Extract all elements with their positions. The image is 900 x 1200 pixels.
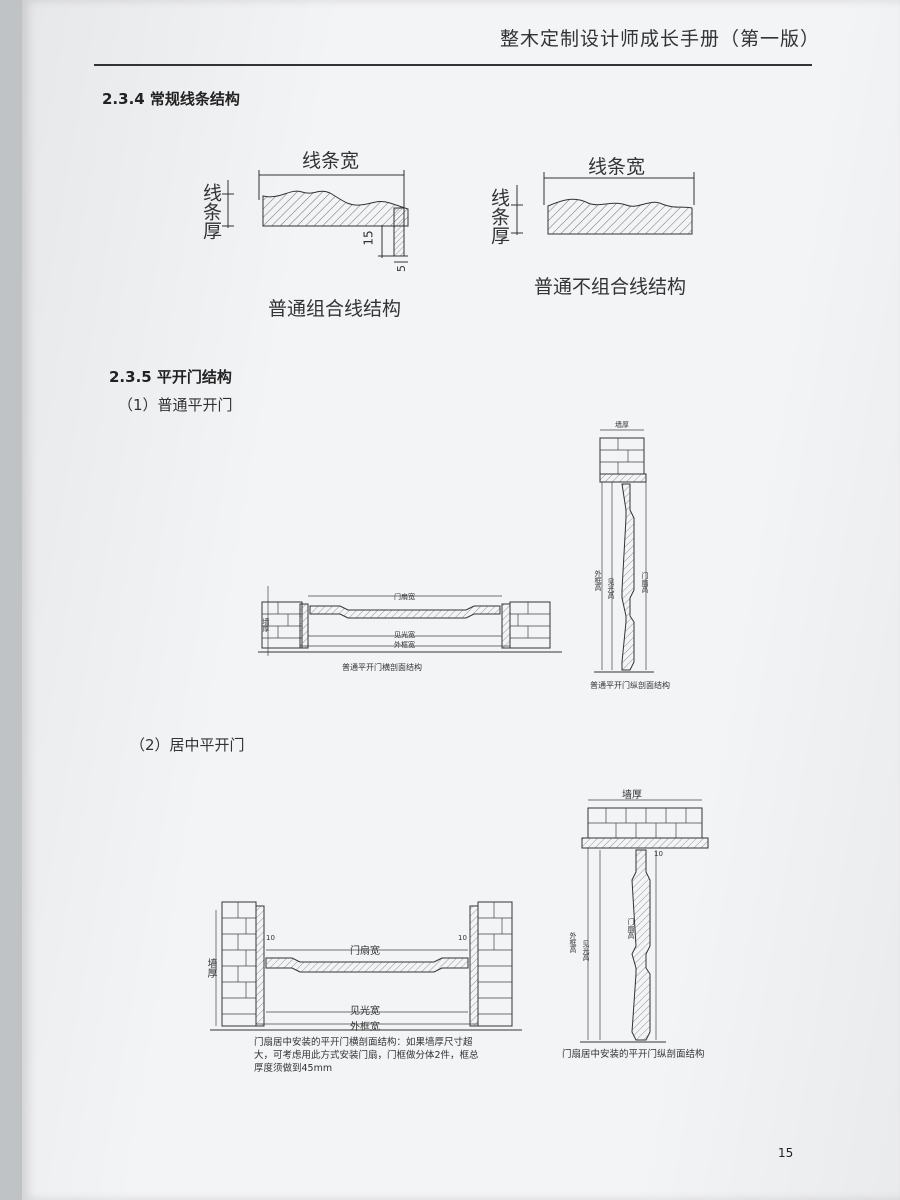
fig3-dim-top: 墙厚 [622,790,642,801]
header-title: 整木定制设计师成长手册（第一版） [499,28,820,50]
fig1-left-caption: 普通组合线结构 [268,298,402,320]
centered-door-diagram [210,799,709,1043]
fig2-dim-wall: 墙厚 [262,618,270,632]
page-number: 15 [778,1146,794,1160]
item-centered-swing-door: （2）居中平开门 [130,736,245,754]
fig1-right-caption: 普通不组合线结构 [534,276,687,298]
fig2-dim-leaf: 门扇宽 [394,593,415,601]
item-ordinary-swing-door: （1）普通平开门 [118,396,233,414]
fig2-right-caption: 普通平开门纵剖面结构 [590,681,670,690]
fig3-dim-outer-height: 外框高 [569,932,577,953]
fig2-dim-top: 墙厚 [615,421,629,429]
fig2-left-caption: 普通平开门横剖面结构 [342,663,422,672]
fig3-dim-10-left: 10 [266,934,275,942]
section-heading-2-3-5: 2.3.5 平开门结构 [109,368,232,386]
fig1-left-dim-15: 15 [361,230,376,246]
fig2-dim-leaf-height: 门扇高 [641,572,649,593]
fig3-dim-10-top: 10 [654,850,663,858]
fig3-right-caption: 门扇居中安装的平开门纵剖面结构 [562,1049,705,1060]
fig3-dim-leaf-height: 门扇高 [627,918,635,939]
fig2-dim-outer: 外框宽 [394,641,415,649]
ordinary-door-diagram [258,429,654,673]
fig3-dim-10-right: 10 [458,934,467,942]
molding-diagram [222,170,695,263]
fig2-dim-outer-height: 外框高 [594,570,602,591]
fig3-note: 门扇居中安装的平开门横剖面结构：如果墙厚尺寸超大，可考虑用此方式安装门扇，门框做… [254,1037,479,1074]
fig3-dim-wall: 墙厚 [205,958,216,978]
fig3-dim-clear: 见光宽 [350,1006,380,1017]
fig2-dim-clear: 见光宽 [394,631,415,639]
fig1-left-dim-5: 5 [395,265,408,272]
fig1-right-width-label: 线条宽 [588,156,646,178]
fig3-dim-leaf: 门扇宽 [350,946,380,957]
document-page: 整木定制设计师成长手册（第一版） 2.3.4 常规线条结构 [22,0,900,1200]
fig3-dim-clear-height: 见光高 [582,940,590,961]
header-rule [94,64,812,66]
section-heading-2-3-4: 2.3.4 常规线条结构 [102,90,240,108]
fig1-right-thickness-label: 线条厚 [488,188,510,245]
fig1-left-thickness-label: 线条厚 [200,183,222,240]
fig3-dim-outer: 外框宽 [350,1022,380,1033]
fig1-left-width-label: 线条宽 [302,150,360,172]
fig2-dim-clear-height: 见光高 [607,578,615,599]
